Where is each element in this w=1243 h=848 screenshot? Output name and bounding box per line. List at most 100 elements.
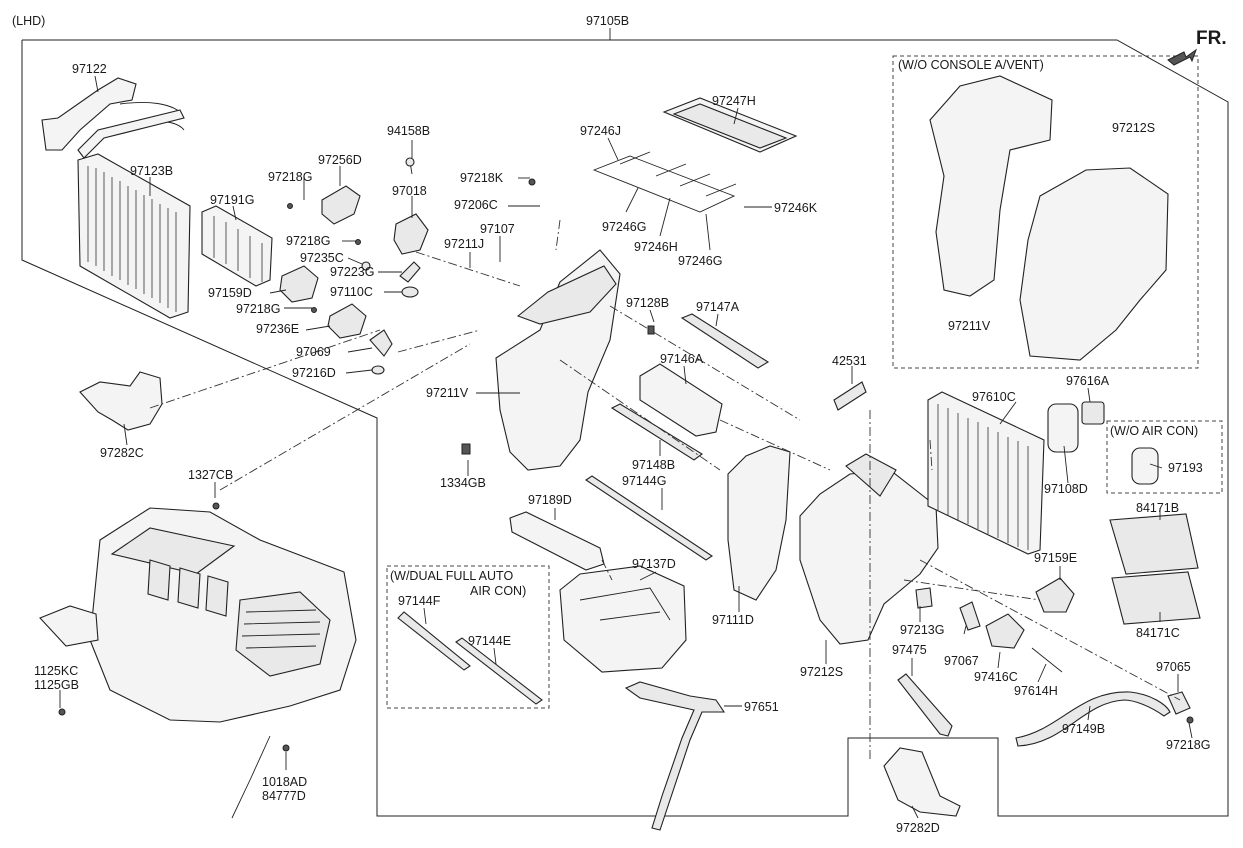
console-vent-box (892, 55, 1199, 369)
part-label[interactable]: 97218G (1166, 738, 1211, 752)
part-label[interactable]: 97256D (318, 153, 362, 167)
part-97610C-graphic (927, 391, 1045, 555)
part-label[interactable]: 97416C (974, 670, 1018, 684)
part-97475-graphic (897, 673, 953, 737)
part-97282D-graphic (883, 747, 961, 817)
part-97067-graphic (959, 601, 981, 631)
part-label[interactable]: 97246J (580, 124, 622, 138)
part-97110C-graphic (401, 286, 419, 298)
part-97616A-graphic (1081, 401, 1105, 425)
part-label[interactable]: 97216D (292, 366, 336, 380)
part-label[interactable]: 1125GB (34, 678, 79, 692)
part-97235C-graphic (361, 261, 371, 271)
part-label[interactable]: 84171C (1136, 626, 1180, 640)
part-label[interactable]: 97191G (210, 193, 255, 207)
part-label[interactable]: 97218G (236, 302, 281, 316)
part-label[interactable]: 97213G (900, 623, 945, 637)
part-label[interactable]: 97211V (948, 319, 991, 333)
part-97018-graphic (393, 213, 429, 255)
part-label[interactable]: 1334GB (440, 476, 486, 490)
dual-auto-box (386, 565, 550, 709)
part-label[interactable]: 97246G (678, 254, 723, 268)
part-label[interactable]: 97159D (208, 286, 252, 300)
part-label[interactable]: 97614H (1014, 684, 1058, 698)
part-label[interactable]: 97144F (398, 594, 441, 608)
part-97256D-graphic (321, 185, 361, 225)
aircon-box (1106, 420, 1223, 494)
part-label[interactable]: 97475 (892, 643, 927, 657)
part-97189D-graphic (509, 511, 605, 571)
part-label[interactable]: 97128B (626, 296, 670, 310)
part-84171B-graphic (1109, 513, 1199, 575)
part-label[interactable]: 97218G (268, 170, 313, 184)
part-label[interactable]: 97223G (330, 265, 375, 279)
front-label: FR. (1196, 28, 1227, 49)
part-97211V-console-graphic (929, 75, 1053, 297)
part-label[interactable]: 97246G (602, 220, 647, 234)
console-vent-note: (W/O CONSOLE A/VENT) (898, 58, 1044, 72)
part-label[interactable]: 1018AD (262, 775, 308, 789)
part-label[interactable]: 97246H (634, 240, 678, 254)
part-42531-graphic (833, 381, 867, 411)
part-97149B-graphic (1015, 691, 1171, 747)
part-97191G-graphic (201, 205, 273, 287)
part-label[interactable]: 97107 (480, 222, 515, 236)
part-label[interactable]: 97211V (426, 386, 469, 400)
part-label[interactable]: 97108D (1044, 482, 1088, 496)
part-label[interactable]: 97206C (454, 198, 498, 212)
part-97159E-graphic (1035, 577, 1075, 613)
part-label[interactable]: 97148B (632, 458, 676, 472)
part-97216D-graphic (371, 365, 385, 375)
part-label[interactable]: 97144G (622, 474, 667, 488)
part-label[interactable]: 97189D (528, 493, 572, 507)
part-97213G-graphic (915, 587, 933, 609)
part-label[interactable]: 97651 (744, 700, 779, 714)
part-label[interactable]: 97212S (1112, 121, 1156, 135)
part-label[interactable]: 97122 (72, 62, 107, 76)
part-label[interactable]: 84777D (262, 789, 306, 803)
part-label[interactable]: 97211J (444, 237, 485, 251)
part-label[interactable]: 97247H (712, 94, 756, 108)
part-label[interactable]: 97123B (130, 164, 174, 178)
part-97193-graphic (1131, 447, 1159, 485)
part-label[interactable]: 97212S (800, 665, 844, 679)
part-label[interactable]: 97149B (1062, 722, 1106, 736)
part-label[interactable]: 97610C (972, 390, 1016, 404)
part-label[interactable]: 97067 (944, 654, 979, 668)
part-label[interactable]: 97110C (330, 285, 373, 299)
part-label[interactable]: 97146A (660, 352, 704, 366)
part-label[interactable]: 1125KC (34, 664, 79, 678)
part-97111D-graphic (727, 445, 791, 601)
connection-lines (149, 219, 1181, 760)
part-97148B-graphic (610, 403, 703, 461)
part-label[interactable]: 97218K (460, 171, 504, 185)
part-97147A-graphic (680, 313, 770, 369)
part-label[interactable]: 97069 (296, 345, 331, 359)
part-label[interactable]: 97236E (256, 322, 300, 336)
part-97614H-graphic (1031, 647, 1063, 673)
part-label[interactable]: 97137D (632, 557, 676, 571)
dual-auto-note-line2: AIR CON) (470, 584, 527, 598)
part-97065-graphic (1167, 691, 1191, 715)
part-label[interactable]: 97065 (1156, 660, 1191, 674)
part-label[interactable]: 97235C (300, 251, 344, 265)
part-label[interactable]: 97282C (100, 446, 144, 460)
part-label[interactable]: 1327CB (188, 468, 234, 482)
part-label[interactable]: 97616A (1066, 374, 1110, 388)
part-label[interactable]: 97147A (696, 300, 740, 314)
part-label[interactable]: 97246K (774, 201, 818, 215)
part-97159D-graphic (279, 265, 319, 303)
part-label[interactable]: 97159E (1034, 551, 1078, 565)
part-label[interactable]: 94158B (387, 124, 431, 138)
lhd-label: (LHD) (12, 14, 46, 28)
part-label[interactable]: 97193 (1168, 461, 1203, 475)
part-label[interactable]: 84171B (1136, 501, 1180, 515)
part-label[interactable]: 97282D (896, 821, 940, 835)
part-label[interactable]: 97218G (286, 234, 331, 248)
part-label[interactable]: 97111D (712, 613, 754, 627)
part-97282C-graphic (79, 371, 163, 431)
part-label[interactable]: 42531 (832, 354, 867, 368)
part-label[interactable]: 97018 (392, 184, 427, 198)
part-label[interactable]: 97144E (468, 634, 512, 648)
